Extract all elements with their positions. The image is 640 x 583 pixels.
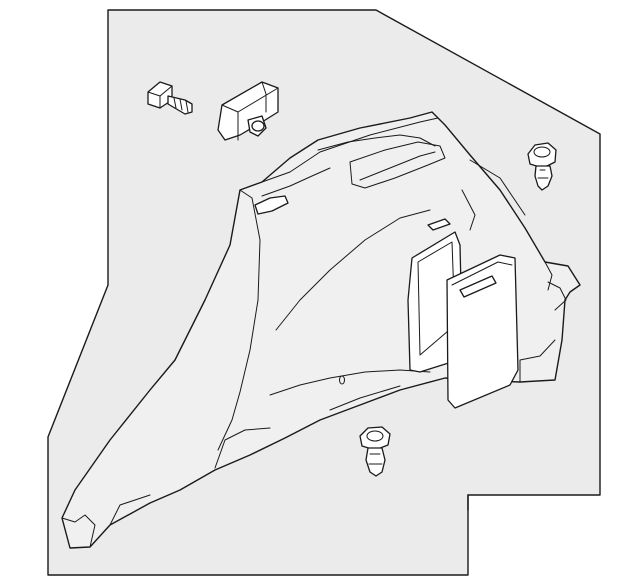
push-pin-clip-upper-right bbox=[527, 142, 557, 191]
access-cover bbox=[446, 254, 519, 409]
quarter-trim-panel bbox=[61, 111, 581, 549]
push-pin-clip-lower bbox=[359, 426, 391, 477]
mounting-bolt bbox=[147, 81, 193, 115]
mounting-bracket bbox=[217, 81, 279, 141]
